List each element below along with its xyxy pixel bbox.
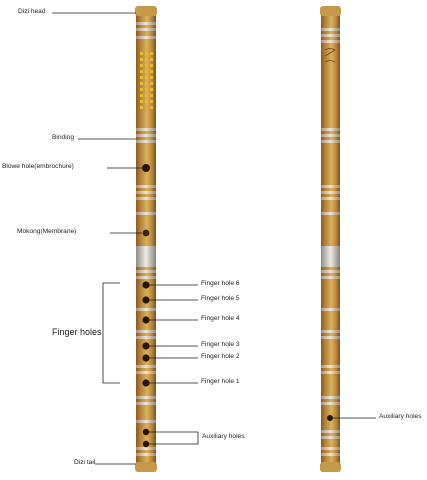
- label-finger-holes: Finger holes: [52, 327, 102, 337]
- label-dizi-tail: Dizi tail: [74, 459, 96, 466]
- label-finger-hole-6: Finger hole 6: [201, 280, 240, 287]
- right-membrane-band: [321, 246, 340, 267]
- left-membrane-band: [136, 246, 156, 267]
- right-auxiliary-hole: [327, 415, 333, 421]
- finger-holes-bracket: [102, 282, 120, 384]
- finger-hole-2: [142, 354, 150, 362]
- label-mokong: Mokong(Membrane): [17, 228, 77, 235]
- leader-lines: [52, 12, 376, 465]
- label-binding: Binding: [52, 134, 74, 141]
- right-flute: [320, 6, 341, 472]
- finger-hole-3: [142, 342, 150, 350]
- right-engraving: [324, 48, 336, 63]
- blowe-hole: [142, 164, 150, 172]
- label-finger-hole-4: Finger hole 4: [201, 315, 240, 322]
- label-blowe-hole: Blowe hole(embrochure): [2, 163, 74, 170]
- left-flute-head-cap: [135, 6, 157, 16]
- label-finger-hole-3: Finger hole 3: [201, 341, 240, 348]
- label-dizi-head: Dizi head: [18, 8, 46, 15]
- left-flute-tail-cap: [135, 462, 157, 472]
- right-binding-bands: [321, 28, 340, 456]
- finger-hole-5: [142, 296, 150, 304]
- left-flute-body: [136, 6, 156, 472]
- finger-hole-1: [142, 379, 150, 387]
- label-auxiliary-holes-right: Auxiliary holes: [379, 413, 422, 420]
- left-binding-bands: [136, 22, 156, 456]
- label-finger-hole-5: Finger hole 5: [201, 295, 240, 302]
- right-flute-tail-cap: [320, 462, 341, 472]
- auxiliary-hole-lower: [142, 440, 150, 448]
- label-auxiliary-holes-left: Auxiliary holes: [202, 433, 245, 440]
- label-finger-hole-1: Finger hole 1: [201, 378, 240, 385]
- right-flute-body: [321, 6, 340, 472]
- label-finger-hole-2: Finger hole 2: [201, 353, 240, 360]
- auxiliary-hole-upper: [142, 428, 150, 436]
- auxiliary-holes-bracket: [149, 431, 199, 445]
- gold-decoration: [140, 52, 153, 109]
- finger-hole-4: [142, 316, 150, 324]
- mokong-hole: [142, 229, 150, 237]
- finger-hole-6: [142, 281, 150, 289]
- right-flute-head-cap: [320, 6, 341, 16]
- left-flute: [135, 6, 157, 472]
